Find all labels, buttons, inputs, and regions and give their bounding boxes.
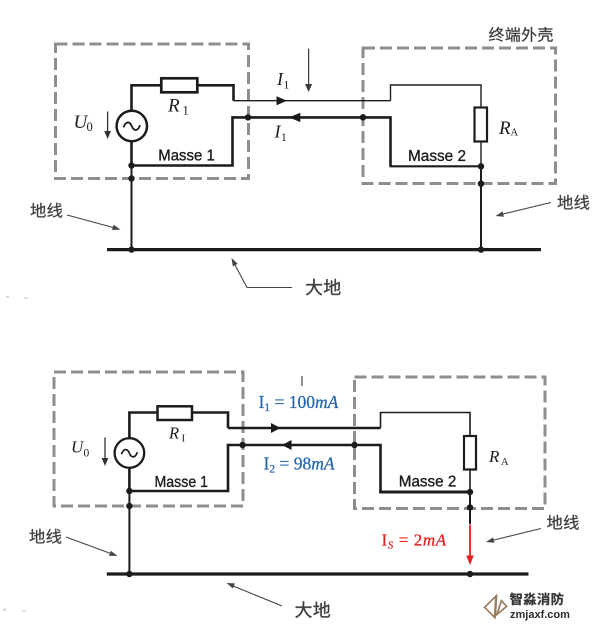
- svg-text:I: I: [276, 69, 284, 89]
- svg-text:0: 0: [84, 448, 90, 460]
- svg-text:A: A: [511, 128, 519, 139]
- svg-text:zmjaxf.com: zmjaxf.com: [510, 609, 570, 621]
- svg-text:U: U: [71, 438, 85, 457]
- svg-text:Masse 2: Masse 2: [408, 148, 466, 165]
- svg-text:Masse 1: Masse 1: [158, 147, 215, 164]
- svg-text:1: 1: [183, 104, 189, 118]
- svg-text:I1 = 100mA: I1 = 100mA: [259, 392, 339, 414]
- svg-text:I: I: [182, 433, 186, 445]
- svg-text:R: R: [498, 118, 511, 139]
- svg-text:IS = 2mA: IS = 2mA: [382, 531, 447, 552]
- svg-text:R: R: [167, 96, 180, 117]
- svg-text:I2 = 98mA: I2 = 98mA: [264, 454, 335, 476]
- svg-text:1: 1: [284, 80, 290, 92]
- svg-text:R: R: [488, 447, 500, 466]
- svg-text:1: 1: [281, 132, 287, 144]
- svg-text:U: U: [74, 112, 89, 133]
- svg-text:I: I: [274, 122, 282, 142]
- svg-text:R: R: [168, 424, 179, 443]
- svg-text:A: A: [501, 457, 509, 468]
- svg-text:Masse 1: Masse 1: [155, 474, 209, 491]
- svg-text:0: 0: [87, 120, 93, 134]
- svg-text:Masse 2: Masse 2: [399, 474, 457, 491]
